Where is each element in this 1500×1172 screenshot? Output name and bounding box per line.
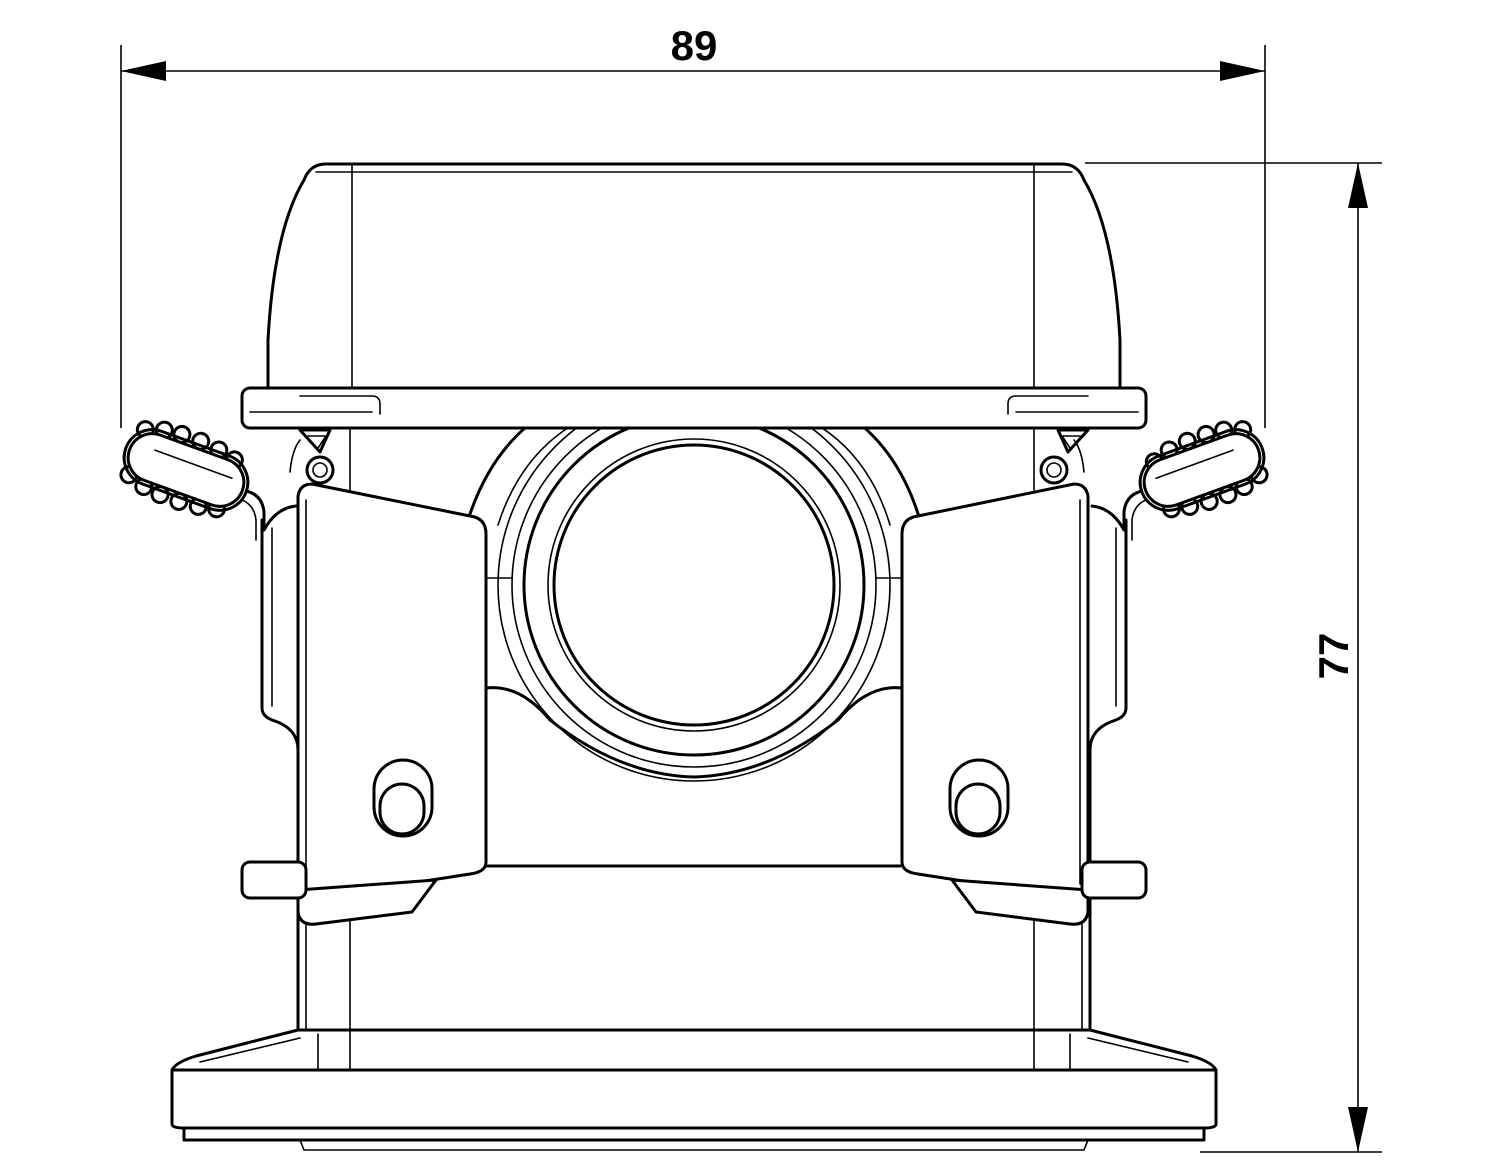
width-dimension: 89 bbox=[120, 22, 1266, 428]
height-dimension-label: 77 bbox=[1310, 633, 1357, 680]
width-dimension-label: 89 bbox=[671, 22, 718, 69]
right-handle-grip bbox=[1090, 420, 1269, 541]
cable-gland bbox=[466, 388, 922, 782]
left-handle-grip bbox=[119, 420, 298, 541]
base-flange bbox=[170, 1028, 1218, 1151]
right-locking-lever bbox=[900, 428, 1090, 926]
height-dimension: 77 bbox=[1085, 162, 1382, 1153]
lower-side-tabs bbox=[240, 860, 1148, 900]
hood-cover bbox=[240, 162, 1148, 430]
left-locking-lever bbox=[289, 428, 488, 926]
